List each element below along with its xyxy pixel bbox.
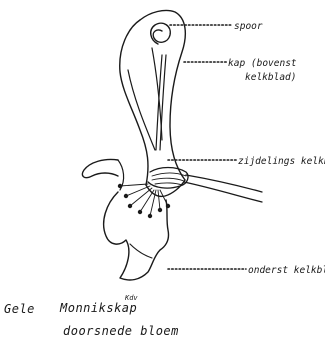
caption-doorsnede-bloem: doorsnede bloem bbox=[63, 324, 179, 338]
stamens bbox=[118, 184, 170, 218]
flower-stalk bbox=[184, 175, 262, 202]
lower-sepal bbox=[104, 192, 169, 280]
caption-gele: Gele bbox=[4, 302, 35, 316]
label-onderst-kelkblad: onderst kelkblad bbox=[248, 265, 325, 276]
label-kap-line2: kelkblad) bbox=[245, 72, 296, 83]
label-kap-line1: kap (bovenst bbox=[228, 58, 297, 69]
label-zijdelings-kelkblad: zijdelings kelkblad bbox=[238, 156, 325, 167]
nectary-stalk bbox=[156, 55, 166, 150]
caption-monnikskap: Monnikskap bbox=[59, 301, 137, 315]
left-sepal-curl bbox=[82, 159, 123, 190]
hood-outline bbox=[120, 10, 186, 185]
label-spoor: spoor bbox=[234, 21, 263, 32]
